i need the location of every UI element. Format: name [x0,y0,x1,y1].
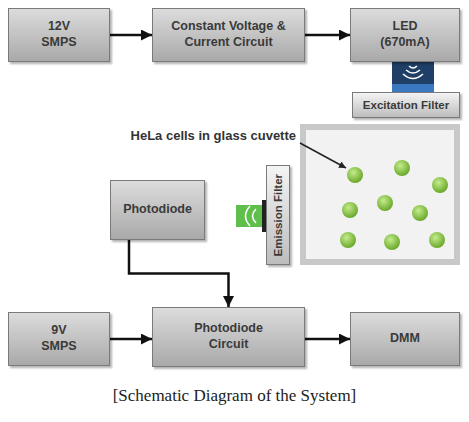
box-label: DMM [390,331,420,347]
signal-arrow [305,34,350,37]
wave [403,74,423,79]
cell [412,205,428,221]
excitation-filter-symbol [392,62,434,92]
cell [394,160,410,176]
process-box: LED (670mA) [350,8,460,62]
process-box: Excitation Filter [352,92,460,118]
glass-cuvette [303,127,457,262]
hela-cells [340,160,448,250]
signal-arrow [110,338,152,341]
cell [429,232,445,248]
process-box: Constant Voltage & Current Circuit [152,8,305,62]
filter-body [392,62,434,84]
box-label: Excitation Filter [363,98,449,112]
cell [342,202,358,218]
box-label: LED (670mA) [374,19,436,50]
signal-arrow [129,240,229,307]
cell [377,195,393,211]
cell [347,167,363,183]
box-label: Constant Voltage & Current Circuit [163,19,295,50]
cell [384,234,400,250]
box-label: Photodiode Circuit [183,321,275,352]
process-box: Photodiode [110,180,205,240]
process-box: DMM [350,312,460,366]
signal-arrow [110,34,152,37]
process-box: Emission Filter [266,165,290,265]
wave [406,70,420,73]
box-label: 12V SMPS [38,19,80,50]
wave [409,66,417,68]
box-label: Emission Filter [271,174,285,256]
process-box: 9V SMPS [8,312,110,366]
wave [246,206,251,226]
filter-body [236,205,262,227]
cell [432,177,448,193]
figure-caption: [Schematic Diagram of the System] [0,386,469,406]
signal-arrow [305,338,350,341]
wave [253,209,257,223]
box-label: 9V SMPS [38,323,80,354]
box-label: Photodiode [123,202,192,218]
cell [340,232,356,248]
process-box: 12V SMPS [8,8,110,62]
filter-lens [392,84,434,92]
emission-filter-symbol [236,200,267,232]
leader-line [300,143,346,168]
callout-label: HeLa cells in glass cuvette [131,128,296,143]
process-box: Photodiode Circuit [152,307,305,367]
